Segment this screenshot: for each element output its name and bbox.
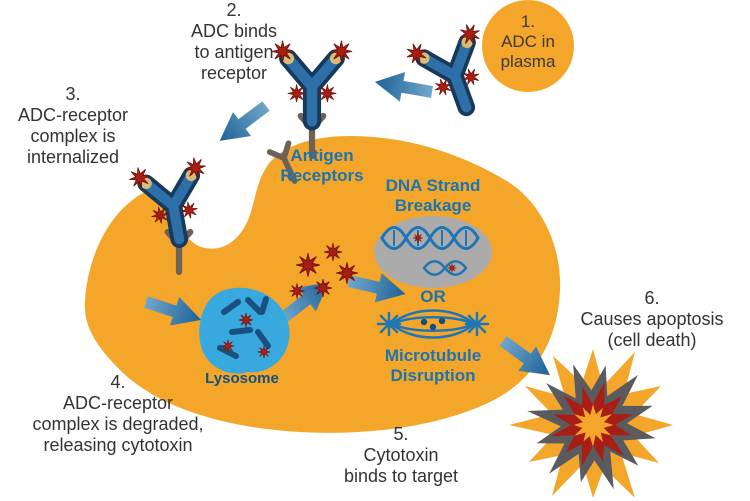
microtubule-disruption-icon <box>376 309 490 339</box>
plasma-circle <box>482 0 574 92</box>
flow-arrow-icon <box>372 67 435 107</box>
flow-arrow-icon <box>210 94 276 153</box>
lysosome-icon <box>199 287 290 374</box>
adc-antibody-icon <box>272 41 352 122</box>
dna-strand-breakage-icon <box>374 216 492 288</box>
